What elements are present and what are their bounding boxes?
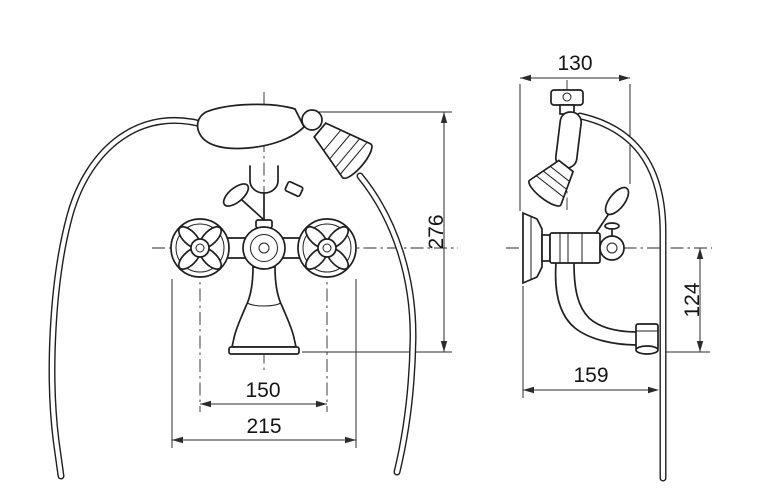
dim-side-depth-label: 159 — [573, 364, 608, 387]
front-view-drawing — [48, 103, 417, 480]
tub-spout — [228, 266, 300, 355]
dimension-side-depth: 159 — [522, 286, 659, 398]
dim-handle-spacing-label: 150 — [245, 379, 280, 402]
tub-spout-side — [554, 262, 659, 355]
wall-flange — [522, 211, 551, 285]
shower-hose-right — [356, 172, 417, 476]
dim-front-height-label: 276 — [425, 214, 448, 249]
dim-spout-drop-label: 124 — [681, 282, 704, 317]
diverter-lever — [222, 180, 304, 221]
dimension-front-height: 276 — [302, 111, 452, 353]
cross-handle-left — [170, 218, 230, 278]
valve-body-side — [549, 232, 601, 264]
side-view-drawing — [522, 89, 667, 482]
dimension-side-width: 130 — [519, 52, 631, 211]
cross-handle-right — [297, 218, 357, 278]
diverter-knob-side — [599, 222, 625, 261]
dim-side-width-label: 130 — [557, 52, 592, 75]
shower-hose-side — [576, 112, 667, 482]
dim-overall-width-label: 215 — [246, 415, 281, 438]
center-flange — [242, 226, 286, 270]
dimension-handle-spacing: 150 — [200, 379, 327, 408]
dimension-overall-width: 215 — [171, 279, 357, 448]
handshower-side — [528, 89, 584, 207]
handshower-front — [196, 103, 373, 180]
lever-handle-side — [595, 186, 630, 234]
dimension-spout-drop: 124 — [660, 248, 710, 353]
shower-hose-left — [48, 117, 212, 480]
